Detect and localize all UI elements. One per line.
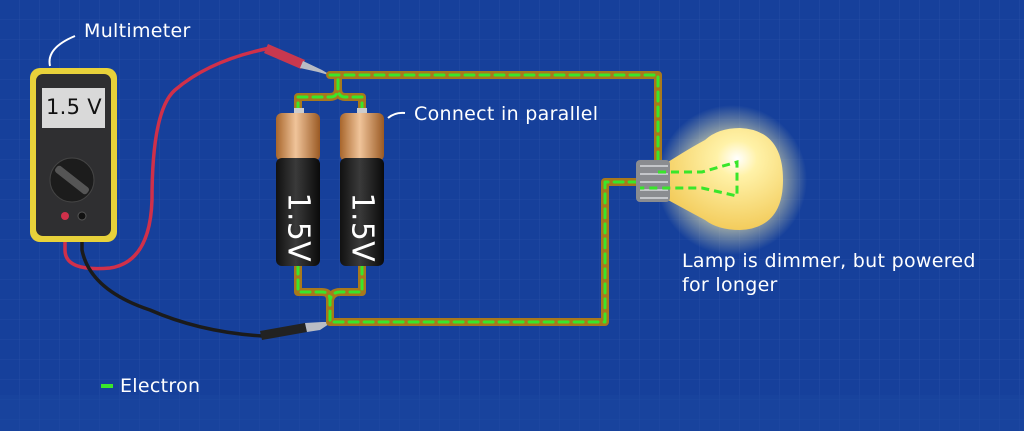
black-probe <box>260 323 307 340</box>
battery-right-label: 1.5V <box>344 192 380 262</box>
black-test-lead <box>80 222 263 338</box>
lamp-caption-line2: for longer <box>682 274 778 296</box>
connect-parallel-label: Connect in parallel <box>414 103 599 125</box>
multimeter-callout <box>48 35 76 67</box>
battery-right <box>340 108 384 266</box>
multimeter-display: 1.5 V <box>46 95 102 119</box>
multimeter <box>30 68 117 242</box>
parallel-callout <box>387 111 406 119</box>
lamp-bulb <box>636 105 807 255</box>
multimeter-label: Multimeter <box>84 20 191 42</box>
red-test-lead <box>63 46 271 271</box>
circuit-wire <box>294 71 662 326</box>
electron-legend-label: Electron <box>120 375 201 397</box>
lamp-caption-line1: Lamp is dimmer, but powered <box>682 250 976 272</box>
battery-left <box>276 108 320 266</box>
battery-left-label: 1.5V <box>280 192 316 262</box>
red-probe <box>264 44 305 69</box>
